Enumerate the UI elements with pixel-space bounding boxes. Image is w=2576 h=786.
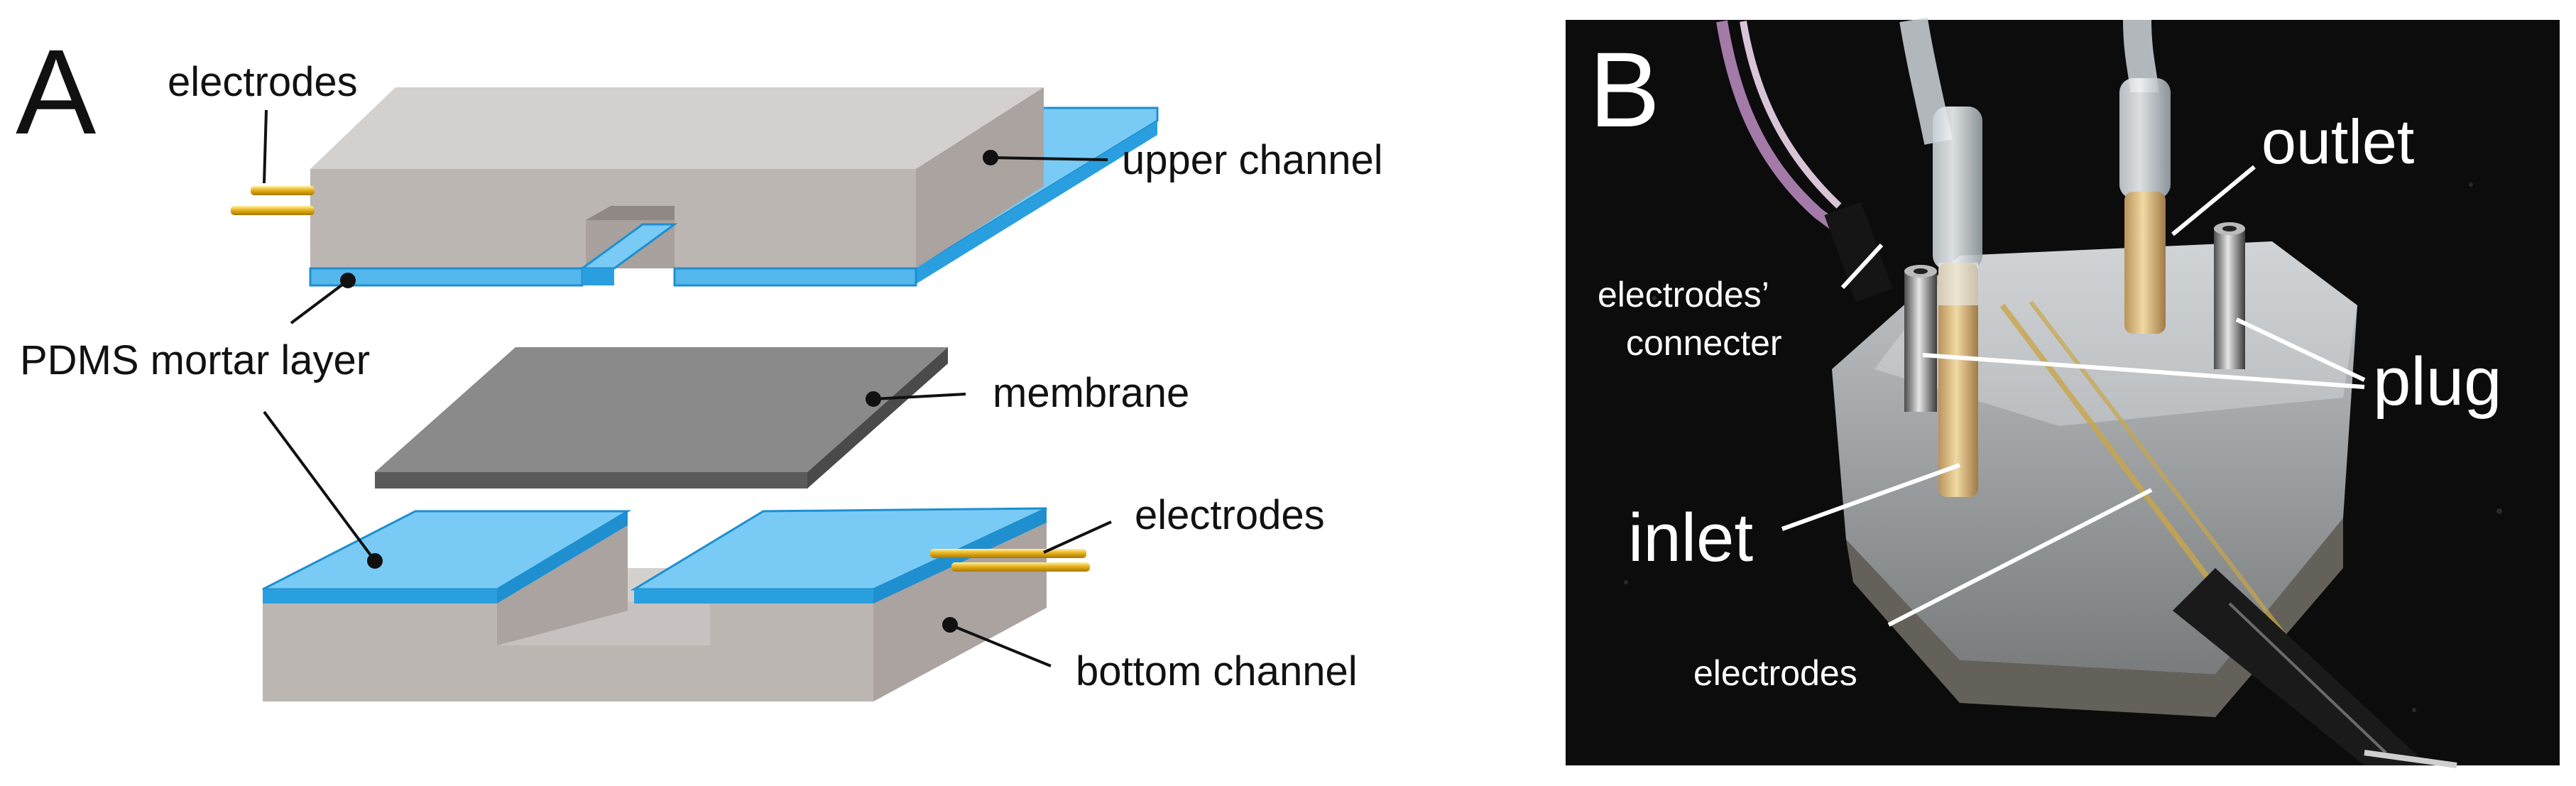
label-electrodes-connecter-2: connecter	[1626, 323, 1782, 363]
label-upper-channel: upper channel	[1122, 137, 1383, 183]
panel-b-letter: B	[1589, 30, 1660, 149]
label-pdms-mortar-layer: PDMS mortar layer	[20, 337, 370, 383]
label-electrodes-connecter-1: electrodes’	[1598, 275, 1769, 315]
inlet-tube	[1899, 17, 1982, 497]
label-inlet: inlet	[1628, 500, 1753, 576]
label-electrodes-photo: electrodes	[1693, 653, 1857, 693]
wire-purple	[1716, 20, 1878, 261]
label-electrodes-bottom: electrodes	[1135, 492, 1325, 538]
membrane	[375, 347, 948, 488]
label-membrane: membrane	[993, 370, 1189, 416]
label-electrodes-top: electrodes	[168, 59, 358, 105]
panel-b-leaders	[1781, 165, 2366, 627]
outlet-tube	[2119, 19, 2171, 334]
label-outlet: outlet	[2261, 107, 2414, 177]
panel-a-leaders	[263, 109, 1112, 667]
panel-b-photo: B outlet electrodes’ connecter plug inle…	[1566, 17, 2560, 768]
plug-left	[1904, 265, 1937, 412]
electrodes-connecter	[1824, 202, 1893, 302]
bottom-channel-block	[262, 507, 1047, 702]
plug-right	[2214, 222, 2245, 369]
electrodes-top	[231, 186, 315, 215]
panel-a: A	[16, 25, 1383, 702]
label-plug: plug	[2373, 344, 2502, 420]
upper-channel-block	[309, 87, 1159, 287]
label-bottom-channel: bottom channel	[1076, 648, 1358, 694]
panel-a-letter: A	[16, 25, 97, 160]
